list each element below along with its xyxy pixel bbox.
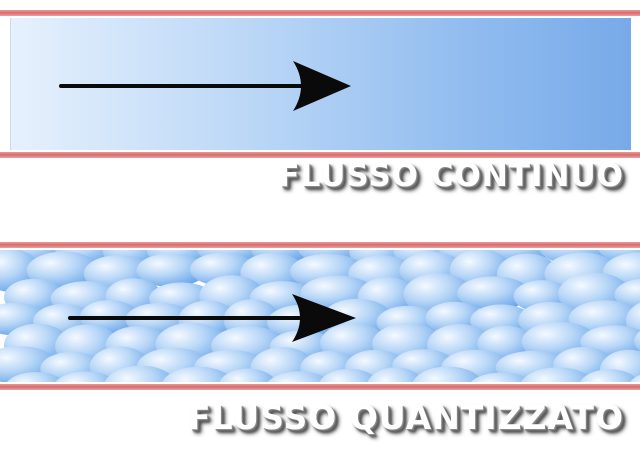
fluid-particle: [634, 331, 640, 352]
fluid-particle: [162, 366, 235, 382]
fluid-particles: [0, 250, 640, 382]
continuous-flow-pipe: [0, 10, 640, 160]
continuous-flow-caption: FLUSSO CONTINUO: [278, 158, 624, 194]
continuous-fluid: [10, 18, 631, 150]
quantized-fluid: [0, 250, 640, 382]
pipe-wall-top: [0, 10, 640, 16]
fluid-particle: [26, 251, 101, 290]
fluid-particle: [412, 366, 483, 382]
fluid-particle: [7, 372, 64, 382]
quantized-flow-caption: FLUSSO QUANTIZZATO: [188, 398, 624, 437]
fluid-particle: [629, 374, 640, 382]
pipe-wall-bottom: [0, 152, 640, 158]
pipe-wall-top: [0, 242, 640, 248]
fluid-particle: [521, 367, 594, 382]
quantized-flow-pipe: [0, 242, 640, 392]
fluid-particle: [457, 276, 530, 311]
fluid-particle: [267, 371, 331, 382]
fluid-particle: [367, 367, 424, 382]
fluid-particle: [219, 368, 276, 382]
fluid-particle: [470, 372, 532, 382]
fluid-particle: [136, 253, 206, 288]
fluid-particle: [580, 369, 640, 382]
fluid-particle: [319, 368, 379, 382]
flow-arrow-icon: [59, 61, 351, 111]
fluid-particle: [55, 371, 116, 382]
pipe-wall-bottom: [0, 384, 640, 390]
fluid-particle: [104, 365, 177, 382]
flow-arrow-icon: [68, 294, 356, 342]
